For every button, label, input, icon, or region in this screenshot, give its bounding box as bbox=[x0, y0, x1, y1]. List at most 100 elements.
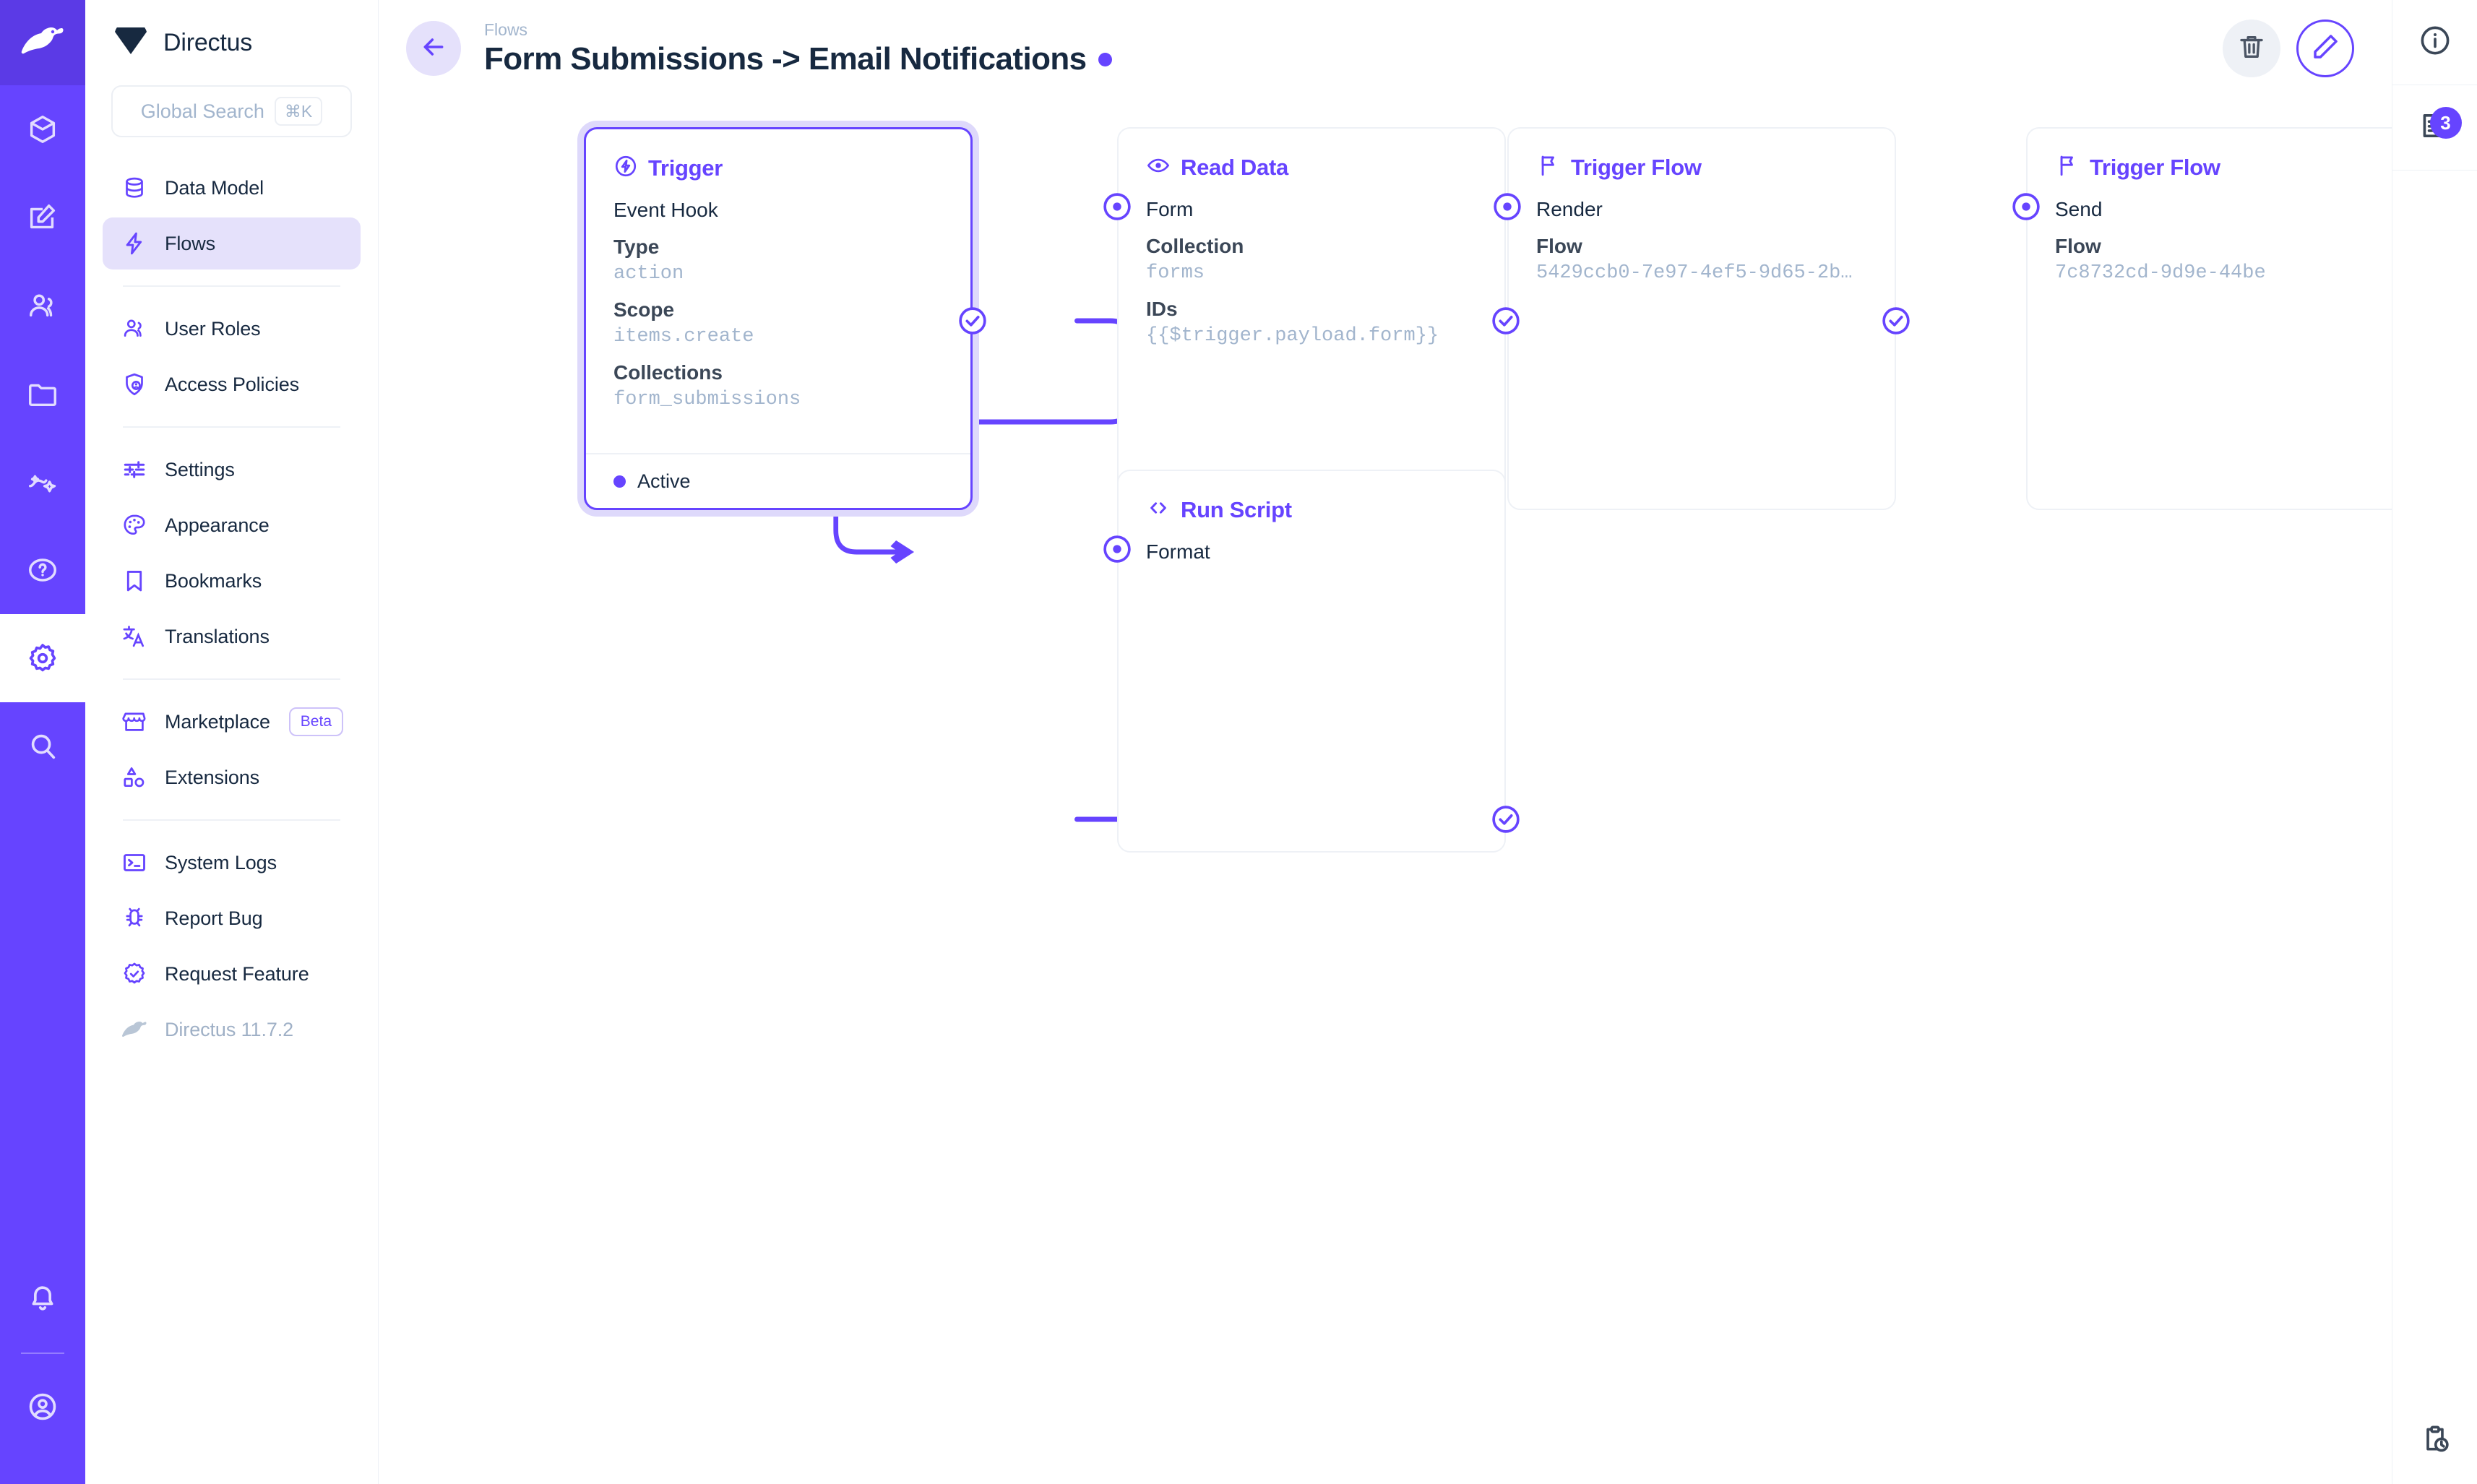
sidebar-item-label: Access Policies bbox=[165, 373, 300, 395]
flow-node-trigger[interactable]: Trigger Event Hook Type action Scope ite… bbox=[584, 127, 973, 510]
activity-history-button[interactable] bbox=[2392, 1399, 2477, 1484]
port-resolve-trigger[interactable] bbox=[957, 305, 988, 337]
flow-canvas[interactable]: Trigger Event Hook Type action Scope ite… bbox=[379, 97, 2392, 1484]
rail-item-users[interactable] bbox=[0, 262, 85, 350]
node-name: Render bbox=[1536, 198, 1603, 220]
rail-item-help[interactable] bbox=[0, 526, 85, 614]
sidebar-item-user-roles[interactable]: User Roles bbox=[103, 303, 361, 355]
flow-node-trigger-flow-render[interactable]: Trigger Flow Render Flow 5429ccb0-7e97-4… bbox=[1507, 127, 1896, 510]
port-resolve-run-script[interactable] bbox=[1490, 803, 1522, 835]
sidebar-item-marketplace[interactable]: Marketplace Beta bbox=[103, 696, 361, 748]
port-input-run-script[interactable] bbox=[1101, 533, 1133, 565]
rail-item-settings[interactable] bbox=[0, 614, 85, 702]
node-body: Render Flow 5429ccb0-7e97-4ef5-9d65-2b… bbox=[1509, 181, 1895, 286]
sidebar-item-settings[interactable]: Settings bbox=[103, 444, 361, 496]
sidebar-item-request-feature[interactable]: Request Feature bbox=[103, 948, 361, 1000]
pencil-icon bbox=[2310, 32, 2340, 66]
rail-item-files[interactable] bbox=[0, 350, 85, 438]
people-icon bbox=[120, 314, 149, 343]
header-actions bbox=[2223, 20, 2392, 77]
port-input-trigger-flow-send[interactable] bbox=[2010, 191, 2042, 223]
breadcrumb[interactable]: Flows bbox=[484, 20, 528, 40]
sidebar-item-appearance[interactable]: Appearance bbox=[103, 499, 361, 551]
sidebar-item-label: Extensions bbox=[165, 766, 260, 788]
sidebar-item-bookmarks[interactable]: Bookmarks bbox=[103, 555, 361, 607]
title-row: Form Submissions -> Email Notifications bbox=[484, 41, 1112, 77]
rail-item-notifications[interactable] bbox=[0, 1256, 85, 1344]
port-resolve-trigger-flow-render[interactable] bbox=[1880, 305, 1912, 337]
main-area: Flows Form Submissions -> Email Notifica… bbox=[379, 0, 2392, 1484]
delete-flow-button[interactable] bbox=[2223, 20, 2280, 77]
field-value: forms bbox=[1146, 262, 1205, 284]
rail-item-content[interactable] bbox=[0, 85, 85, 173]
sidebar-item-system-logs[interactable]: System Logs bbox=[103, 837, 361, 889]
search-input[interactable]: Global Search ⌘K bbox=[111, 85, 352, 137]
node-type-label: Read Data bbox=[1181, 154, 1288, 180]
field-value: action bbox=[613, 262, 684, 285]
port-resolve-read-data[interactable] bbox=[1490, 305, 1522, 337]
field-value: form_submissions bbox=[613, 389, 801, 411]
node-name: Send bbox=[2055, 198, 2103, 220]
directus-logo-button[interactable] bbox=[0, 0, 85, 85]
node-status-label: Active bbox=[637, 470, 691, 492]
rail-item-editor[interactable] bbox=[0, 173, 85, 262]
sidebar-item-label: Appearance bbox=[165, 514, 270, 536]
search-shortcut-kbd: ⌘K bbox=[274, 96, 323, 126]
field-key: Flow bbox=[2055, 234, 2101, 257]
port-input-read-data[interactable] bbox=[1101, 191, 1133, 223]
palette-icon bbox=[120, 511, 149, 540]
beta-badge: Beta bbox=[288, 707, 343, 736]
edit-flow-button[interactable] bbox=[2296, 20, 2354, 77]
node-header: Trigger bbox=[586, 129, 970, 182]
title-block: Flows Form Submissions -> Email Notifica… bbox=[484, 20, 1112, 77]
rail-item-insights[interactable] bbox=[0, 438, 85, 526]
sidebar-item-label: Data Model bbox=[165, 176, 264, 199]
module-rail-bottom bbox=[0, 1256, 85, 1484]
flow-node-read-data[interactable]: Read Data Form Collection forms IDs {{$t… bbox=[1117, 127, 1506, 510]
sidebar-item-flows[interactable]: Flows bbox=[103, 217, 361, 269]
node-name: Event Hook bbox=[613, 199, 718, 221]
rail-item-search[interactable] bbox=[0, 702, 85, 790]
lightning-icon bbox=[120, 229, 149, 258]
sidebar-divider bbox=[123, 678, 340, 680]
sidebar-item-extensions[interactable]: Extensions bbox=[103, 751, 361, 803]
shield-user-icon bbox=[120, 370, 149, 399]
sidebar-item-label: Flows bbox=[165, 232, 216, 254]
arrowhead-run-script bbox=[890, 540, 915, 564]
flow-node-trigger-flow-send[interactable]: Trigger Flow Send Flow 7c8732cd-9d9e-44b… bbox=[2026, 127, 2392, 510]
field-value: 7c8732cd-9d9e-44be bbox=[2055, 262, 2266, 284]
flow-info-button[interactable] bbox=[2392, 0, 2477, 85]
sidebar-item-data-model[interactable]: Data Model bbox=[103, 162, 361, 214]
eye-icon bbox=[1146, 153, 1171, 181]
node-body: Event Hook Type action Scope items.creat… bbox=[586, 182, 970, 413]
badge-check-icon bbox=[120, 959, 149, 988]
node-header: Run Script bbox=[1119, 471, 1504, 524]
node-body: Send Flow 7c8732cd-9d9e-44be bbox=[2028, 181, 2392, 286]
node-type-label: Trigger Flow bbox=[2090, 154, 2220, 180]
node-footer: Active bbox=[586, 453, 970, 508]
node-body: Format bbox=[1119, 524, 1504, 564]
node-type-label: Run Script bbox=[1181, 496, 1292, 522]
node-header: Trigger Flow bbox=[2028, 129, 2392, 181]
field-value: {{$trigger.payload.form}} bbox=[1146, 324, 1439, 347]
active-status-dot bbox=[613, 475, 626, 488]
sidebar-item-report-bug[interactable]: Report Bug bbox=[103, 892, 361, 944]
rail-item-account[interactable] bbox=[0, 1363, 85, 1451]
sidebar-item-access-policies[interactable]: Access Policies bbox=[103, 358, 361, 410]
flow-node-run-script[interactable]: Run Script Format bbox=[1117, 470, 1506, 853]
sidebar-header: Directus bbox=[85, 0, 378, 85]
module-rail-items bbox=[0, 85, 85, 790]
flag-icon bbox=[2055, 153, 2080, 181]
sidebar: Directus Global Search ⌘K Data Model Flo… bbox=[85, 0, 379, 1484]
port-input-trigger-flow-render[interactable] bbox=[1491, 191, 1523, 223]
sidebar-divider bbox=[123, 819, 340, 821]
info-circle-icon bbox=[2418, 24, 2452, 61]
bug-icon bbox=[120, 904, 149, 933]
flow-logs-button[interactable]: 3 bbox=[2392, 85, 2477, 171]
right-sidebar: 3 bbox=[2392, 0, 2477, 1484]
back-button[interactable] bbox=[406, 21, 461, 76]
terminal-icon bbox=[120, 848, 149, 877]
sidebar-item-translations[interactable]: Translations bbox=[103, 611, 361, 663]
node-name: Form bbox=[1146, 198, 1194, 220]
field-value: 5429ccb0-7e97-4ef5-9d65-2b… bbox=[1536, 262, 1853, 284]
